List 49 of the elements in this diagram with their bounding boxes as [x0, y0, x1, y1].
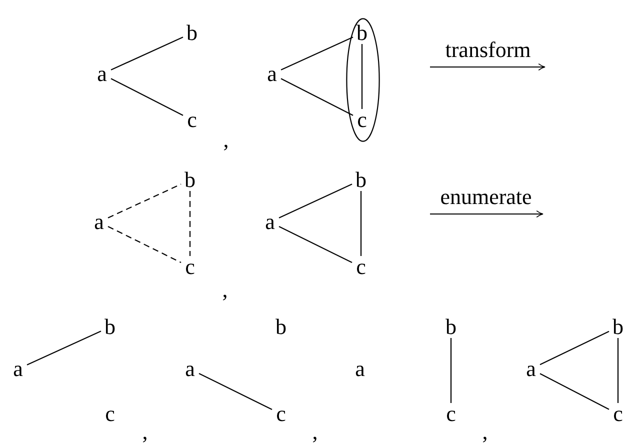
dashed-edge [189, 191, 191, 256]
vertex-label: a [93, 63, 111, 85]
edge-line [360, 191, 362, 256]
vertex-label: b [609, 316, 627, 338]
comma: , [312, 421, 318, 443]
vertex-label: b [181, 169, 199, 191]
edge-line [450, 338, 452, 403]
comma: , [482, 421, 488, 443]
vertex-label: b [101, 316, 119, 338]
step-label: enumerate [440, 186, 532, 208]
vertex-label: a [90, 211, 108, 233]
vertex-label: c [353, 109, 371, 131]
dashed-edge [108, 184, 182, 218]
vertex-label: c [609, 403, 627, 425]
vertex-label: a [522, 358, 540, 380]
vertex-label: c [101, 403, 119, 425]
vertex-label: a [263, 63, 281, 85]
vertex-label: c [181, 256, 199, 278]
vertex-label: c [352, 256, 370, 278]
vertex-label: b [352, 169, 370, 191]
comma: , [223, 129, 229, 151]
vertex-label: a [181, 358, 199, 380]
edge-line [280, 78, 354, 116]
edge-line [280, 36, 354, 70]
edge-line [361, 44, 363, 109]
edge-line [540, 330, 610, 366]
vertex-label: c [442, 403, 460, 425]
dashed-edge [108, 226, 182, 264]
vertex-label: b [442, 316, 460, 338]
edge-line [26, 330, 102, 366]
vertex-label: c [272, 403, 290, 425]
vertex-label: b [272, 316, 290, 338]
edge-line [198, 372, 272, 410]
edge-line [278, 184, 352, 218]
vertex-label: b [353, 22, 371, 44]
edge-line [540, 373, 610, 410]
ellipse-outline [346, 18, 380, 142]
step-label: transform [445, 39, 531, 61]
edge-line [278, 226, 352, 264]
vertex-label: a [9, 358, 27, 380]
edge-line [617, 338, 619, 403]
comma: , [222, 279, 228, 301]
vertex-label: a [351, 358, 369, 380]
vertex-label: b [183, 22, 201, 44]
vertex-label: c [183, 109, 201, 131]
edge-line [110, 78, 184, 116]
vertex-label: a [261, 211, 279, 233]
comma: , [142, 421, 148, 443]
edge-line [110, 36, 184, 70]
